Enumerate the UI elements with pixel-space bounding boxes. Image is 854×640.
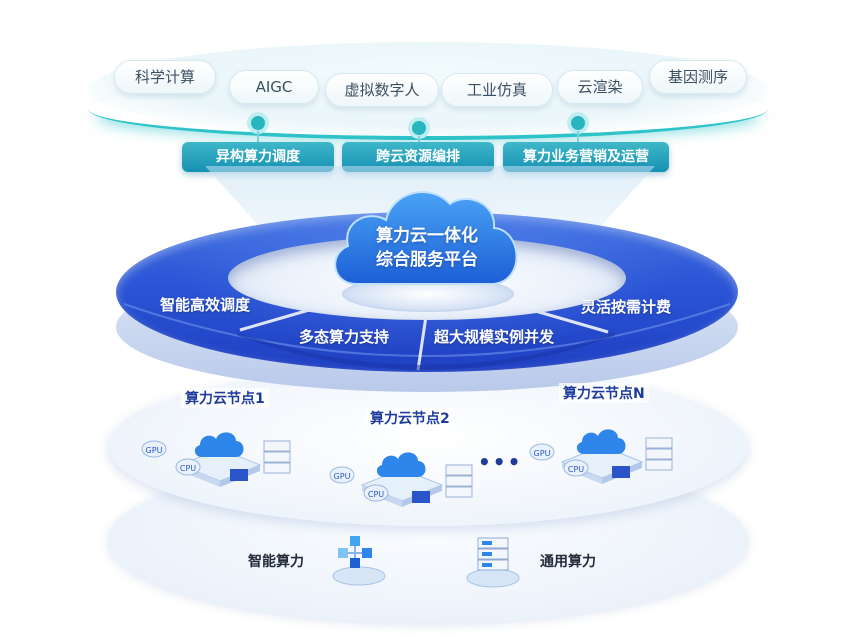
server-stack-icon bbox=[445, 464, 473, 498]
node-label-2: 算力云节点2 bbox=[366, 408, 454, 428]
cloud-icon bbox=[194, 432, 244, 457]
cpu-chip-label: CPU bbox=[180, 464, 196, 473]
feature-intelligent-scheduling: 智能高效调度 bbox=[160, 296, 251, 314]
platform-title-line1: 算力云一体化 bbox=[376, 226, 478, 246]
server-stack-icon bbox=[466, 537, 520, 588]
compute-node-n: GPU CPU bbox=[529, 429, 673, 484]
feature-large-scale-concurrency: 超大规模实例并发 bbox=[434, 328, 555, 346]
more-nodes-ellipsis: ••• bbox=[478, 450, 523, 474]
gpu-chip-icon: GPU bbox=[141, 440, 167, 458]
cpu-chip-icon: CPU bbox=[363, 484, 389, 502]
chip-icon bbox=[612, 466, 630, 478]
base-label-general-compute: 通用算力 bbox=[540, 554, 596, 570]
gpu-chip-icon: GPU bbox=[529, 443, 555, 461]
connector-line bbox=[577, 131, 579, 147]
app-aigc: AIGC bbox=[229, 70, 319, 104]
cloud-icon bbox=[576, 429, 626, 454]
connector-line bbox=[257, 131, 259, 147]
platform-title: 算力云一体化 综合服务平台 bbox=[356, 224, 498, 272]
cloud-icon bbox=[334, 191, 518, 285]
cloud-icon bbox=[376, 452, 426, 477]
gpu-chip-label: GPU bbox=[334, 472, 351, 481]
compute-node-1: GPU CPU bbox=[141, 432, 291, 487]
connector-line bbox=[418, 136, 420, 146]
server-stack-icon bbox=[263, 440, 291, 474]
feature-on-demand-billing: 灵活按需计费 bbox=[581, 298, 672, 316]
server-stack-icon bbox=[645, 437, 673, 471]
gpu-chip-icon: GPU bbox=[329, 466, 355, 484]
app-gene-sequencing: 基因测序 bbox=[649, 60, 747, 94]
cpu-chip-label: CPU bbox=[368, 490, 384, 499]
app-virtual-human: 虚拟数字人 bbox=[325, 73, 439, 107]
app-industrial-simulation: 工业仿真 bbox=[441, 73, 553, 107]
compute-node-2: GPU CPU bbox=[329, 452, 473, 507]
base-label-intelligent-compute: 智能算力 bbox=[248, 554, 304, 570]
app-scientific-computing: 科学计算 bbox=[114, 60, 216, 94]
application-ring-arc bbox=[88, 78, 768, 140]
cpu-chip-icon: CPU bbox=[563, 459, 589, 477]
chip-icon bbox=[412, 491, 430, 503]
gpu-chip-label: GPU bbox=[146, 446, 163, 455]
chip-icon bbox=[230, 469, 248, 481]
platform-title-line2: 综合服务平台 bbox=[376, 250, 478, 270]
feature-multi-form-compute: 多态算力支持 bbox=[299, 328, 390, 346]
cpu-chip-label: CPU bbox=[568, 465, 584, 474]
node-label-n: 算力云节点N bbox=[559, 383, 649, 403]
gpu-chip-label: GPU bbox=[534, 449, 551, 458]
cube-cluster-icon bbox=[332, 536, 386, 586]
platform-ring-dividers bbox=[123, 303, 731, 371]
node-label-1: 算力云节点1 bbox=[181, 388, 269, 408]
cpu-chip-icon: CPU bbox=[175, 458, 201, 476]
app-cloud-rendering: 云渲染 bbox=[557, 70, 643, 104]
